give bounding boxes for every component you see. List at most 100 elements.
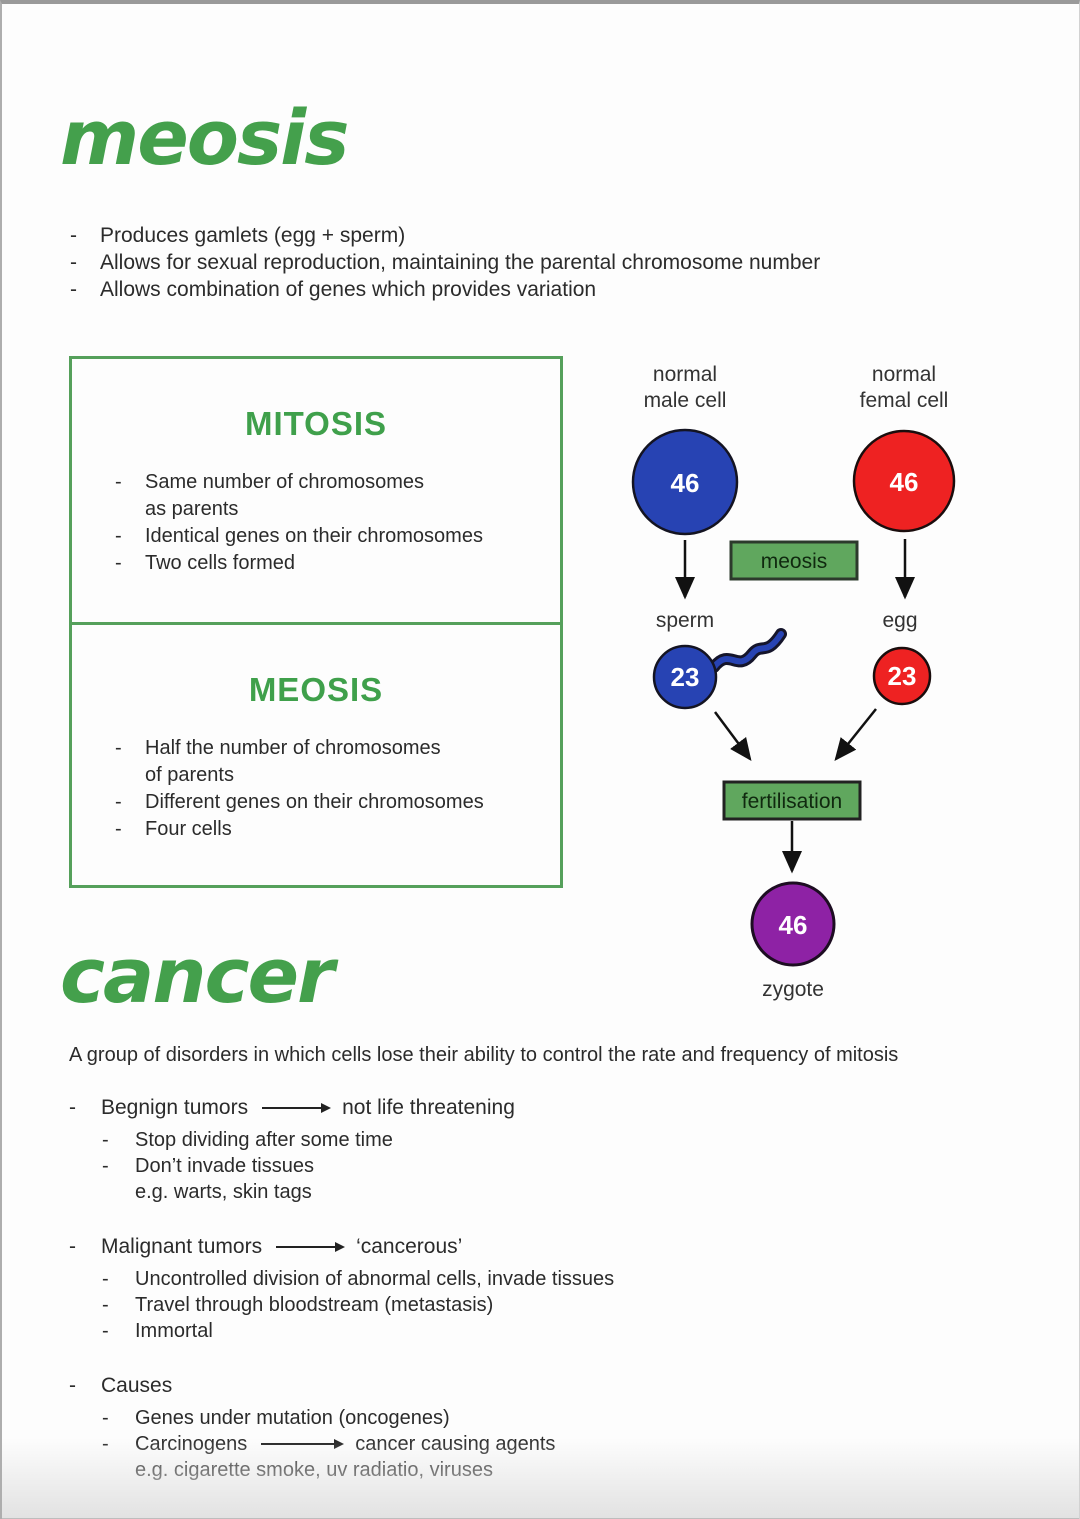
fertilisation-label: fertilisation (742, 790, 842, 813)
bullet-text: Different genes on their chromosomes (145, 791, 484, 813)
list-item: - Two cells formed (115, 550, 560, 577)
causes-label: Causes (101, 1374, 173, 1397)
list-item: - Genes under mutation (oncogenes) (102, 1405, 1029, 1431)
malignant-tumors-row: - Malignant tumors ‘cancerous’ (69, 1233, 1029, 1260)
list-item: - Uncontrolled division of abnormal cell… (102, 1266, 1029, 1292)
male-cell-circle (631, 428, 739, 536)
mitosis-heading: MITOSIS (244, 405, 388, 442)
bullet-text: Two cells formed (145, 552, 296, 574)
female-chromosome-count: 46 (890, 467, 919, 497)
bullet-line: as parents (145, 498, 239, 520)
bullet-dash: - (70, 251, 77, 274)
list-item: - Stop dividing after some time (102, 1127, 1029, 1153)
egg-to-fertilisation-arrow (834, 708, 877, 761)
list-item: - Allows for sexual reproduction, mainta… (70, 249, 820, 276)
benign-tumors-group: - Begnign tumors not life threatening - … (69, 1094, 1029, 1205)
bullet-dash: - (115, 737, 122, 759)
bullet-text: Four cells (145, 818, 232, 840)
bullet-text: Genes under mutation (oncogenes) (135, 1407, 450, 1429)
malignant-result: ‘cancerous’ (356, 1235, 463, 1258)
meosis-heading: MEOSIS (248, 671, 384, 708)
right-arrow (262, 1102, 332, 1113)
bullet-dash: - (115, 552, 122, 574)
egg-chromosome-count: 23 (888, 661, 917, 691)
list-item: - Travel through bloodstream (metastasis… (102, 1292, 1029, 1318)
benign-label: Begnign tumors (101, 1096, 249, 1119)
bullet-dash: - (115, 525, 122, 547)
list-item: - Different genes on their chromosomes (115, 789, 560, 816)
bullet-dash: - (102, 1268, 109, 1290)
mitosis-cell: MITOSIS - Same number of chromosomes as … (72, 359, 560, 622)
list-item: - Half the number of chromosomes of pare… (115, 735, 560, 789)
bullet-line: Same number of chromosomes (145, 471, 425, 493)
meosis-process-label: meosis (761, 550, 828, 573)
malignant-label: Malignant tumors (101, 1235, 263, 1258)
bullet-dash: - (70, 278, 77, 301)
bullet-dash: - (102, 1155, 109, 1177)
bullet-dash: - (102, 1407, 109, 1429)
sperm-label: sperm (656, 609, 714, 632)
mitosis-meosis-comparison-box: MITOSIS - Same number of chromosomes as … (69, 356, 563, 888)
zygote-label: zygote (762, 978, 824, 1001)
female-cell-circle (852, 429, 956, 533)
female-cell-label: femal cell (860, 389, 949, 412)
bullet-text: Stop dividing after some time (135, 1129, 393, 1151)
benign-tumors-row: - Begnign tumors not life threatening (69, 1094, 1029, 1121)
bullet-dash: - (70, 224, 77, 247)
bullet-dash: - (69, 1235, 76, 1258)
list-item: - Four cells (115, 816, 560, 843)
bullet-text: Same number of chromosomes as parents (145, 469, 424, 523)
egg-label: egg (882, 609, 917, 632)
meiosis-fertilisation-diagram: normal male cell normal femal cell 46 46… (631, 363, 956, 1001)
meosis-process-box (729, 540, 859, 581)
benign-example: e.g. warts, skin tags (135, 1181, 312, 1203)
bullet-text: Allows for sexual reproduction, maintain… (100, 251, 821, 274)
bullet-dash: - (69, 1374, 76, 1397)
bullet-dash: - (102, 1320, 109, 1342)
bullet-text: Produces gamlets (egg + sperm) (100, 224, 406, 247)
bullet-dash: - (115, 818, 122, 840)
bullet-dash: - (69, 1096, 76, 1119)
meosis-section-title: meosis (60, 93, 349, 182)
egg-cell-circle (872, 646, 932, 706)
page-bottom-shadow (2, 1438, 1079, 1519)
bullet-dash: - (102, 1294, 109, 1316)
male-chromosome-count: 46 (671, 468, 700, 498)
list-item: - Immortal (102, 1318, 1029, 1344)
right-arrow (276, 1241, 346, 1252)
sperm-cell-circle (652, 644, 718, 710)
cancer-notes: - Begnign tumors not life threatening - … (69, 1094, 1029, 1511)
bullet-text: Don’t invade tissues (135, 1155, 314, 1177)
bullet-line: of parents (145, 764, 234, 786)
sperm-tail (711, 631, 784, 670)
zygote-chromosome-count: 46 (779, 910, 808, 940)
list-item: - Allows combination of genes which prov… (70, 276, 820, 303)
cancer-intro-text: A group of disorders in which cells lose… (69, 1044, 899, 1066)
sperm-to-fertilisation-arrow (713, 711, 752, 762)
list-item: - Don’t invade tissues (102, 1153, 1029, 1179)
female-cell-label: normal (872, 363, 936, 386)
bullet-text: Allows combination of genes which provid… (100, 278, 597, 301)
benign-result: not life threatening (342, 1096, 515, 1119)
male-cell-label: normal (653, 363, 717, 386)
bullet-text: Half the number of chromosomes of parent… (145, 735, 441, 789)
bullet-dash: - (102, 1129, 109, 1151)
causes-row: - Causes (69, 1372, 1029, 1399)
cancer-section-title: cancer (60, 931, 335, 1020)
bullet-text: Identical genes on their chromosomes (145, 525, 483, 547)
list-item: - Identical genes on their chromosomes (115, 523, 560, 550)
fertilisation-box (722, 780, 862, 821)
bullet-text: Immortal (135, 1320, 213, 1342)
zygote-cell-circle (750, 881, 836, 967)
bullet-text: Uncontrolled division of abnormal cells,… (135, 1268, 615, 1290)
sperm-chromosome-count: 23 (671, 662, 700, 692)
meosis-intro-bullets: - Produces gamlets (egg + sperm) - Allow… (70, 222, 820, 303)
bullet-line: Half the number of chromosomes (145, 737, 441, 759)
bullet-dash: - (115, 471, 122, 493)
meosis-cell: MEOSIS - Half the number of chromosomes … (72, 622, 560, 885)
male-cell-label: male cell (644, 389, 727, 412)
bullet-text: Travel through bloodstream (metastasis) (135, 1294, 494, 1316)
bullet-dash: - (115, 791, 122, 813)
list-item: - Same number of chromosomes as parents (115, 469, 560, 523)
